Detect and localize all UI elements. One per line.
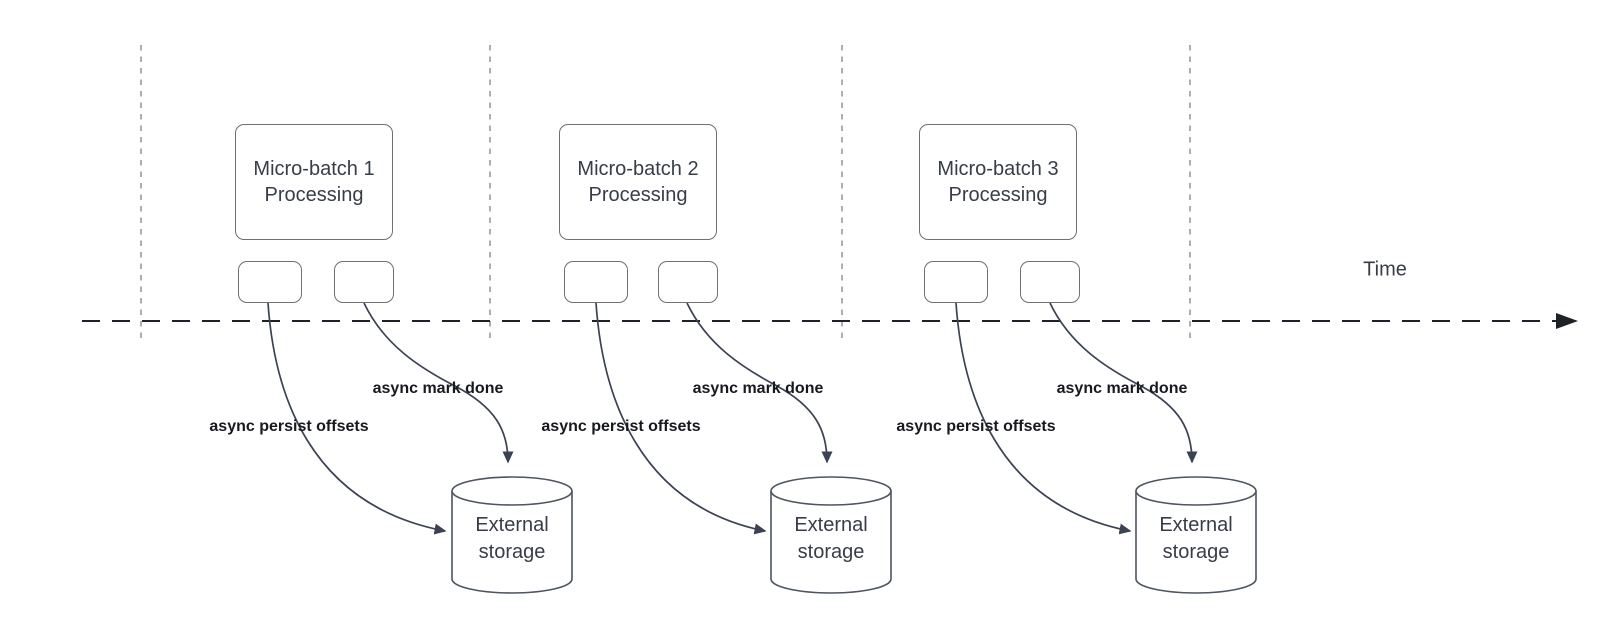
mark-done-task-box-3b <box>1020 261 1080 303</box>
microbatch-1-title-line1: Micro-batch 1 <box>253 158 375 180</box>
mark-done-task-box-1b <box>334 261 394 303</box>
storage-label-3: External storage <box>1136 512 1256 566</box>
mark-done-arrow-1 <box>363 302 514 464</box>
microbatch-2-title-line2: Processing <box>588 184 688 206</box>
mark-done-label-3: async mark done <box>1056 380 1188 397</box>
time-axis-arrowhead <box>1556 313 1578 329</box>
mark-done-label-1: async mark done <box>372 380 504 397</box>
microbatch-3-processing-box: Micro-batch 3 Processing <box>919 124 1077 240</box>
persist-offsets-label-3: async persist offsets <box>896 418 1056 435</box>
persist-offsets-arrow-1 <box>267 302 447 535</box>
storage-label-3-line1: External <box>1159 514 1233 536</box>
mark-done-arrow-3 <box>1049 302 1198 464</box>
time-axis-label: Time <box>1363 258 1407 281</box>
microbatch-2-processing-box: Micro-batch 2 Processing <box>559 124 717 240</box>
persist-offsets-label-2: async persist offsets <box>541 418 701 435</box>
persist-offsets-label-1: async persist offsets <box>209 418 369 435</box>
storage-label-2: External storage <box>771 512 891 566</box>
storage-cylinder-2 <box>770 476 892 594</box>
storage-cylinder-3 <box>1135 476 1257 594</box>
storage-label-2-line2: storage <box>797 541 865 563</box>
mark-done-label-2: async mark done <box>692 380 824 397</box>
offset-task-box-2a <box>564 261 628 303</box>
mark-done-arrow-2 <box>686 302 833 464</box>
persist-offsets-arrow-3 <box>955 302 1132 535</box>
microbatch-3-title-line2: Processing <box>948 184 1048 206</box>
storage-cylinder-1 <box>451 476 573 594</box>
storage-label-3-line2: storage <box>1162 541 1230 563</box>
mark-done-task-box-2b <box>658 261 718 303</box>
microbatch-3-title-line1: Micro-batch 3 <box>937 158 1059 180</box>
offset-task-box-1a <box>238 261 302 303</box>
storage-label-1-line1: External <box>475 514 549 536</box>
storage-label-2-line1: External <box>794 514 868 536</box>
microbatch-1-processing-box: Micro-batch 1 Processing <box>235 124 393 240</box>
storage-label-1: External storage <box>452 512 572 566</box>
storage-label-1-line2: storage <box>478 541 546 563</box>
microbatch-2-title-line1: Micro-batch 2 <box>577 158 699 180</box>
persist-offsets-arrow-2 <box>595 302 767 535</box>
offset-task-box-3a <box>924 261 988 303</box>
microbatch-1-title-line2: Processing <box>264 184 364 206</box>
